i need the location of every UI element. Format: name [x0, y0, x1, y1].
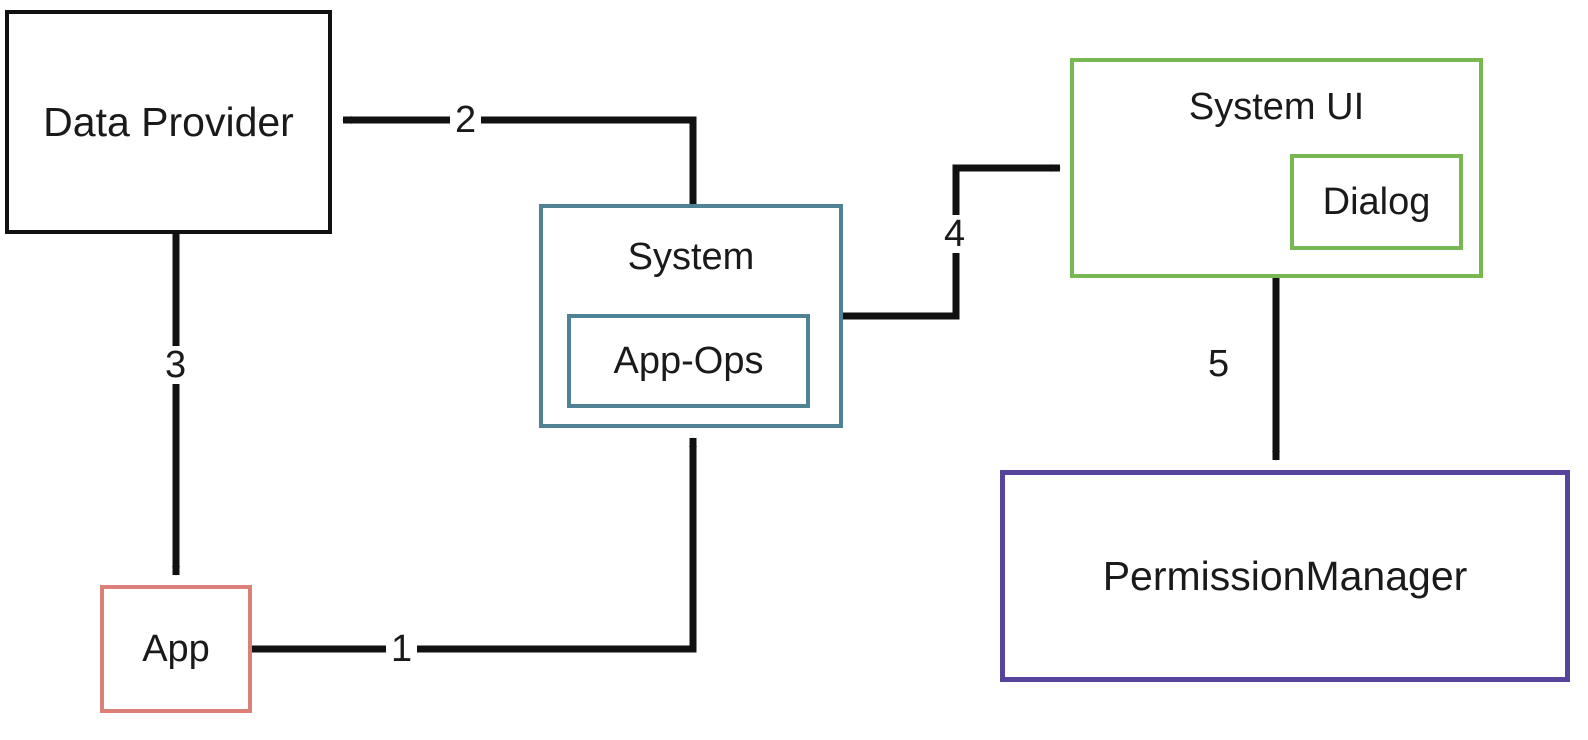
node-data-provider[interactable]: Data Provider: [5, 10, 332, 234]
edge-label-2: 2: [450, 101, 482, 139]
edge-label-4: 4: [939, 215, 971, 253]
node-dialog-label: Dialog: [1322, 181, 1431, 223]
node-dialog[interactable]: Dialog: [1290, 154, 1463, 250]
edge-label-3: 3: [160, 346, 192, 384]
edge-label-5: 5: [1203, 345, 1235, 383]
node-permission-manager[interactable]: PermissionManager: [1000, 470, 1570, 682]
node-system-label: System: [627, 236, 755, 278]
node-data-provider-label: Data Provider: [43, 98, 294, 145]
node-app[interactable]: App: [100, 585, 252, 713]
node-app-ops-label: App-Ops: [613, 340, 764, 382]
node-system-ui-label: System UI: [1188, 86, 1365, 128]
edge-1-app-to-system: [252, 437, 697, 653]
node-app-label: App: [142, 628, 210, 670]
node-permission-manager-label: PermissionManager: [1102, 552, 1468, 599]
edge-2-system-to-data-provider: [342, 116, 697, 204]
node-app-ops[interactable]: App-Ops: [567, 314, 810, 408]
edge-label-1: 1: [386, 630, 418, 668]
